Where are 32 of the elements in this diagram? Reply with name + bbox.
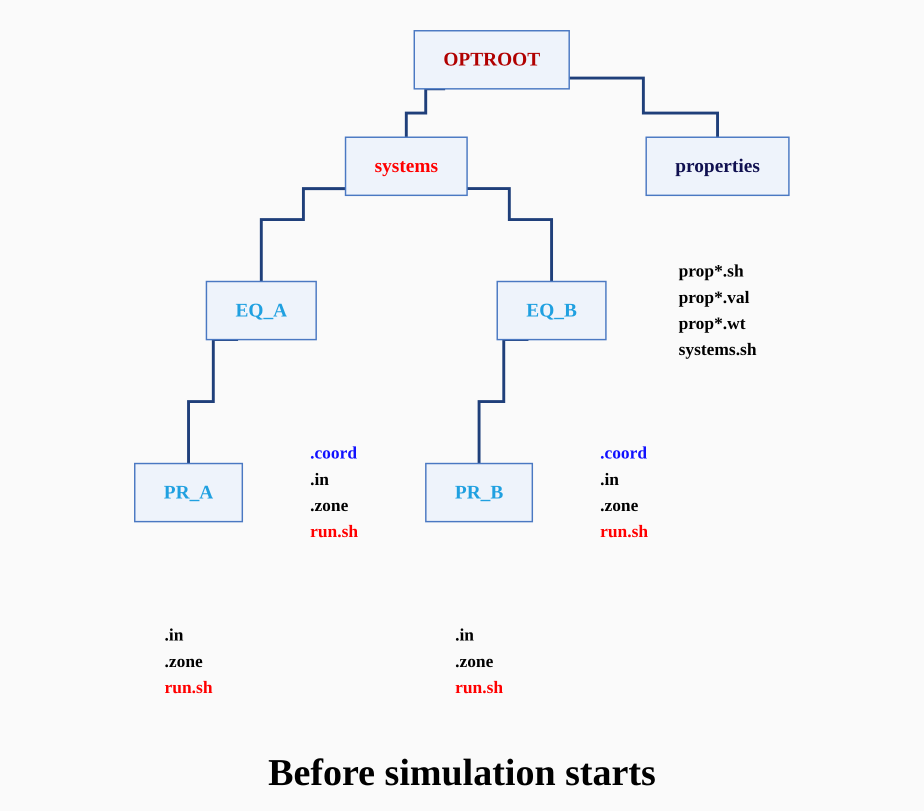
node-label: run.sh [455, 676, 504, 696]
node-label: .zone [310, 494, 349, 514]
node-label: run.sh [310, 521, 358, 540]
node-box: PR_B [425, 462, 534, 522]
node-label: .in [600, 468, 620, 488]
node-label: .in [310, 468, 330, 488]
connector [187, 338, 238, 464]
node-label: .in [164, 624, 184, 644]
node-label: prop*.wt [678, 312, 746, 332]
node-label: .coord [310, 442, 358, 462]
node-box: OPTROOT [414, 30, 570, 90]
connector [405, 86, 446, 138]
node-box: EQ_A [206, 280, 318, 340]
node-label: run.sh [600, 521, 648, 540]
caption: Before simulation starts [268, 751, 656, 795]
node-label: .coord [600, 442, 648, 462]
node-box: EQ_B [496, 280, 607, 340]
node-label: .zone [455, 650, 494, 670]
node-box: PR_A [134, 462, 244, 522]
connector [260, 186, 346, 282]
connector [569, 76, 720, 138]
node-label: prop*.val [678, 286, 750, 306]
node-label: .zone [600, 494, 639, 514]
node-box: properties [646, 136, 790, 196]
connector [467, 186, 554, 282]
node-label: prop*.sh [678, 260, 744, 280]
node-label: .zone [164, 650, 203, 670]
node-box: systems [344, 136, 468, 196]
node-label: run.sh [164, 676, 213, 696]
connector [478, 338, 529, 464]
node-label: .in [455, 624, 474, 644]
node-label: systems.sh [678, 339, 757, 358]
